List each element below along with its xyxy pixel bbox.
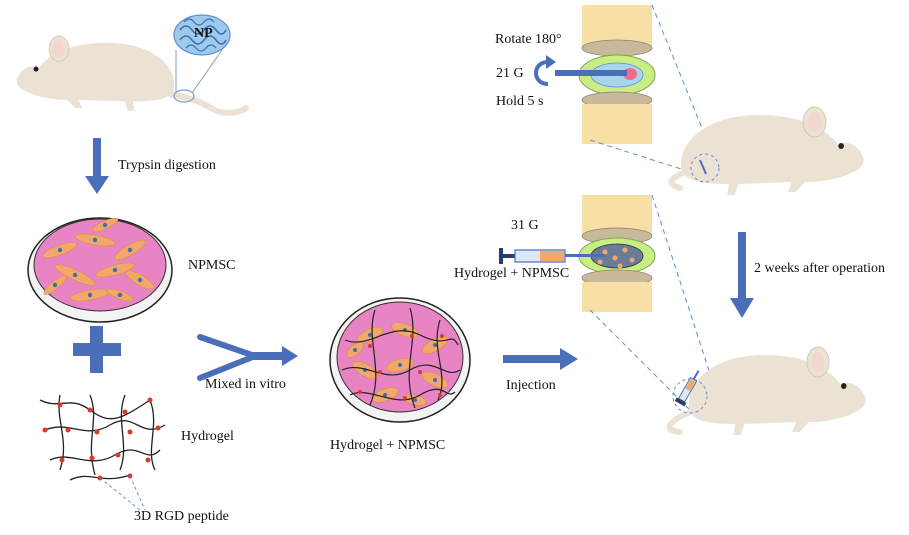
hydrogel-label: Hydrogel [181,429,234,444]
npmsc-dish [27,217,173,323]
trypsin-label: Trypsin digestion [118,158,216,173]
injection-label: Injection [506,378,556,393]
merge-arrow [197,334,298,381]
hold-label: Hold 5 s [496,94,544,109]
np-zoom-lines [175,49,223,94]
treated-mouse [666,346,867,436]
hydrogel-network [39,394,166,481]
injection-arrow [503,348,578,370]
donor-mouse [16,35,249,116]
hydrogel-npmsc-dish [329,297,471,423]
rotate-label: Rotate 180° [495,32,562,47]
rotate-arrow-icon [534,55,556,86]
needle-31g-label: 31 G [511,218,539,233]
disc-injection [578,195,656,312]
syringe-31g [499,248,605,264]
arrow-down-weeks [730,232,754,318]
needle-21g-label: 21 G [496,66,524,81]
plus-icon [73,326,121,373]
operated-mouse [668,106,865,196]
rgd-pointer-lines [99,475,146,511]
disc-puncture [578,5,656,144]
mixed-label: Mixed in vitro [205,377,286,392]
arrow-down-trypsin [85,138,109,194]
two-weeks-label: 2 weeks after operation [754,261,885,276]
needle-21g [555,70,627,76]
npmsc-label: NPMSC [188,258,236,273]
hydrogel-npmsc-dish-label: Hydrogel + NPMSC [330,438,446,453]
np-label: NP [194,26,213,41]
hydrogel-npmsc-syringe-label: Hydrogel + NPMSC [454,266,570,281]
rgd-label: 3D RGD peptide [134,509,229,524]
np-tissue-icon [173,14,231,56]
